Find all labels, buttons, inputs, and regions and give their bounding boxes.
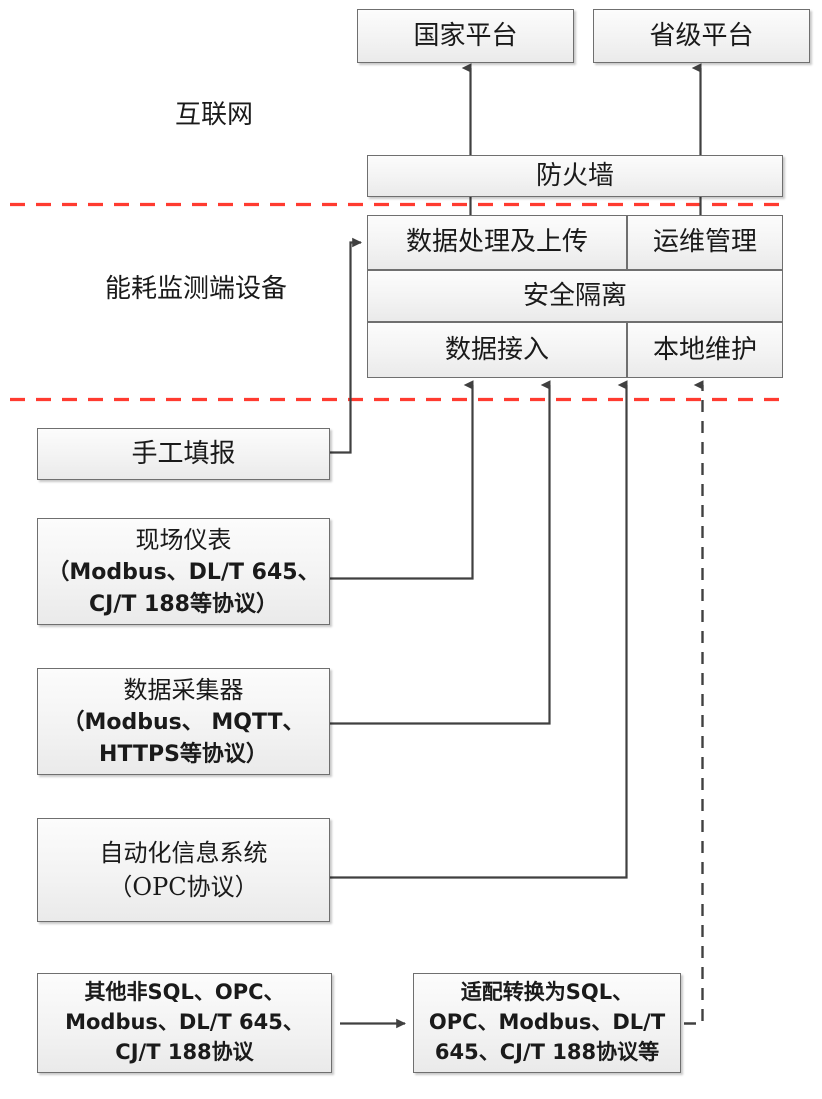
node-om-management[interactable]: 运维管理	[627, 215, 783, 270]
connector-data-collector-to-data-access	[330, 380, 551, 725]
node-national-platform[interactable]: 国家平台	[357, 9, 574, 63]
data-collector-line-3: HTTPS等协议）	[99, 741, 268, 767]
zone-label-terminal-device: 能耗监测端设备	[105, 274, 288, 304]
node-data-access[interactable]: 数据接入	[367, 322, 627, 378]
node-local-maintenance[interactable]: 本地维护	[627, 322, 783, 378]
field-instrument-line-2: （Modbus、DL/T 645、	[47, 560, 320, 586]
protocol-adapter-line-3: 645、CJ/T 188协议等	[434, 1039, 660, 1064]
node-field-instrument[interactable]: 现场仪表 （Modbus、DL/T 645、 CJ/T 188等协议）	[37, 518, 330, 625]
node-other-protocols[interactable]: 其他非SQL、OPC、 Modbus、DL/T 645、 CJ/T 188协议	[37, 973, 332, 1073]
other-protocols-line-3: CJ/T 188协议	[115, 1039, 254, 1064]
automation-system-line-1: 自动化信息系统	[99, 838, 268, 867]
node-manual-entry[interactable]: 手工填报	[37, 428, 330, 480]
connector-automation-to-data-access	[330, 380, 628, 879]
node-data-collector[interactable]: 数据采集器 （Modbus、 MQTT、 HTTPS等协议）	[37, 668, 330, 775]
connector-adapter-to-local-maintenance	[684, 380, 704, 1025]
protocol-adapter-line-2: OPC、Modbus、DL/T	[428, 1010, 666, 1035]
connector-field-instrument-to-data-access	[330, 380, 474, 580]
node-provincial-platform[interactable]: 省级平台	[593, 9, 810, 63]
node-automation-system[interactable]: 自动化信息系统 （OPC协议）	[37, 818, 330, 922]
zone-label-internet: 互联网	[175, 100, 254, 130]
other-protocols-line-1: 其他非SQL、OPC、	[84, 980, 285, 1005]
field-instrument-line-1: 现场仪表	[135, 526, 232, 555]
protocol-adapter-line-1: 适配转换为SQL、	[460, 980, 634, 1005]
node-firewall[interactable]: 防火墙	[367, 155, 783, 197]
field-instrument-line-3: CJ/T 188等协议）	[89, 591, 278, 617]
automation-system-line-2: （OPC协议）	[108, 873, 259, 901]
data-collector-line-2: （Modbus、 MQTT、	[62, 710, 305, 736]
data-collector-line-1: 数据采集器	[123, 676, 244, 705]
node-security-isolation[interactable]: 安全隔离	[367, 270, 783, 322]
node-protocol-adapter[interactable]: 适配转换为SQL、 OPC、Modbus、DL/T 645、CJ/T 188协议…	[413, 973, 681, 1073]
other-protocols-line-2: Modbus、DL/T 645、	[65, 1010, 304, 1035]
node-data-process-upload[interactable]: 数据处理及上传	[367, 215, 627, 270]
connector-manual-entry-to-device	[330, 237, 363, 454]
